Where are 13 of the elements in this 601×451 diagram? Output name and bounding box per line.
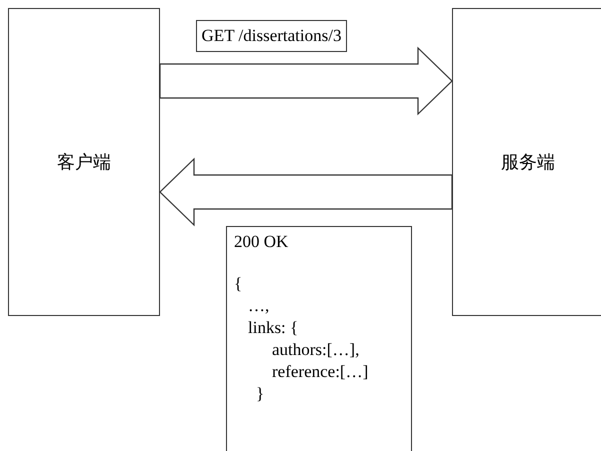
request-label-box: GET /dissertations/3 [196,20,347,52]
code-line: reference:[…] [272,361,368,383]
status-line: 200 OK [234,231,288,253]
response-box [226,226,412,451]
code-line: { [234,273,242,295]
code-line: …, [248,295,270,317]
block-arrow [159,158,453,226]
endpoint-box: 客户端 [8,8,160,316]
code-line: links: { [248,317,298,339]
block-arrow [159,46,453,116]
code-line: authors:[…], [272,339,360,361]
endpoint-box: 服务端 [452,8,601,316]
code-line: } [256,383,264,405]
